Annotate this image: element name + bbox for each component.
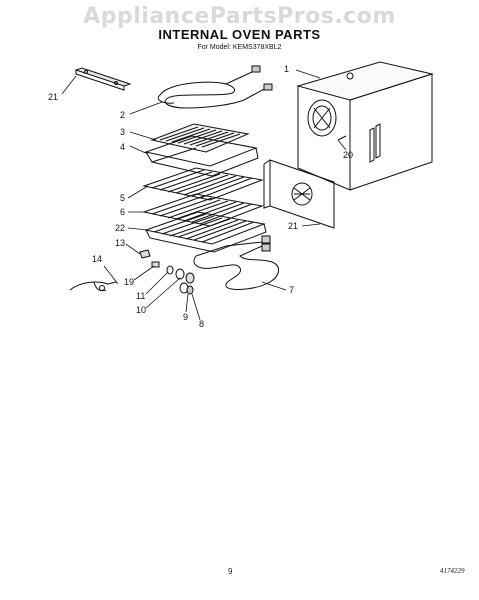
- document-number: 4174229: [440, 567, 465, 575]
- callout-19: 19: [124, 277, 134, 287]
- callout-8: 8: [199, 319, 204, 329]
- part-broil-element: [157, 65, 273, 109]
- callout-21: 21: [288, 221, 298, 231]
- callout-20: 20: [343, 150, 353, 160]
- callout-6: 6: [120, 207, 125, 217]
- callout-10: 10: [136, 305, 146, 315]
- page-title: INTERNAL OVEN PARTS: [158, 27, 321, 42]
- callout-4: 4: [120, 142, 125, 152]
- model-number: For Model: KEMS378XBL2: [197, 44, 282, 51]
- part-bracket: [139, 249, 151, 259]
- callout-5: 5: [120, 193, 125, 203]
- part-bake-element: [193, 235, 279, 290]
- callout-numbers: 21 2 3 4 5 6 22 13 14 19 11 10 9 8 7 1 2…: [48, 64, 353, 329]
- callout-1: 1: [284, 64, 289, 74]
- leader-lines: [61, 69, 347, 321]
- part-broil-pan: [144, 135, 259, 177]
- callout-2: 2: [120, 110, 125, 120]
- watermark: AppliancePartsPros.com: [83, 4, 396, 29]
- part-oven-rack-middle: [142, 193, 264, 227]
- part-fan-cover: [263, 159, 335, 229]
- part-oven-rack-upper: [142, 167, 264, 201]
- part-clip: [151, 261, 160, 268]
- part-bracket-top: [74, 67, 132, 91]
- part-oven-cavity: [296, 61, 434, 191]
- part-light-assembly: [166, 265, 195, 295]
- page-number: 9: [228, 567, 233, 576]
- part-temperature-sensor: [69, 281, 117, 292]
- callout-7: 7: [289, 285, 294, 295]
- callout-11: 11: [136, 291, 145, 301]
- callout-14: 14: [92, 254, 102, 264]
- callout-16: 21: [48, 92, 58, 102]
- callout-22: 22: [115, 223, 125, 233]
- callout-9: 9: [183, 312, 188, 322]
- part-oven-rack-lower: [144, 211, 267, 253]
- callout-13: 13: [115, 238, 125, 248]
- callout-3: 3: [120, 127, 125, 137]
